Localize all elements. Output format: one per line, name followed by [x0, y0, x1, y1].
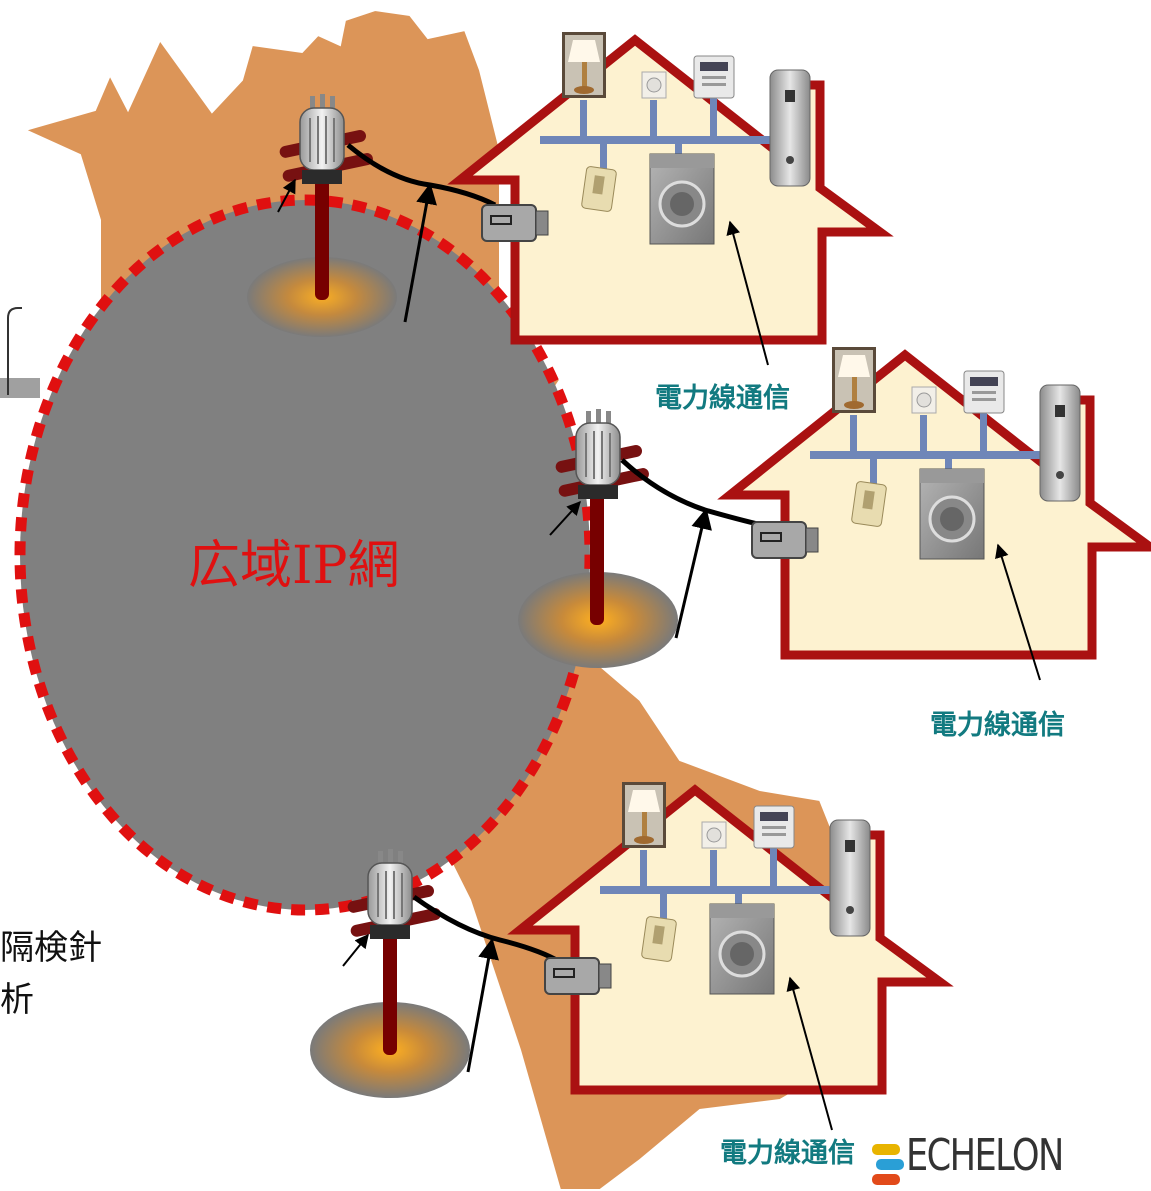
house-2 [730, 347, 1150, 681]
pole-1 [277, 93, 497, 323]
plc-label-1: 電力線通信 [655, 383, 790, 414]
pole-3 [342, 848, 562, 1073]
pole-2 [549, 408, 763, 639]
left-text-1: 隔検針 [0, 928, 102, 968]
brand-name: ECHELON [906, 1130, 1064, 1181]
echelon-brand: ECHELON [870, 1130, 1102, 1181]
house-1 [460, 32, 880, 366]
house-3 [520, 782, 940, 1131]
wan-label: 広域IP網 [188, 536, 400, 596]
left-text-2: 析 [0, 980, 34, 1020]
plc-label-3: 電力線通信 [720, 1138, 855, 1169]
echelon-logo-icon [872, 1144, 904, 1185]
plc-label-2: 電力線通信 [930, 710, 1065, 741]
